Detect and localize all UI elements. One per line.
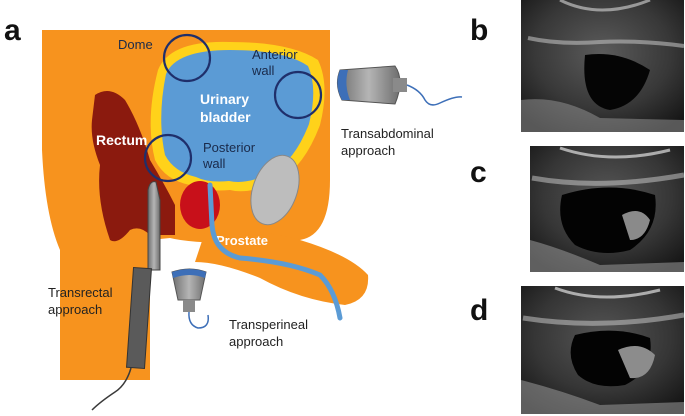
panel-label-b: b (470, 14, 488, 47)
anterior-wall-label-1: Anterior (252, 47, 298, 62)
rectum-label: Rectum (96, 132, 147, 148)
perineum-shape (195, 231, 369, 305)
schematic-panel: a Rectum Urinary bladder Prostate Dome A… (4, 14, 463, 411)
panel-label-c: c (470, 156, 487, 189)
ultrasound-image-b (521, 0, 685, 132)
dome-circle (162, 33, 212, 83)
transrectal-probe-icon (91, 181, 161, 411)
prostate-label: Prostate (216, 233, 268, 248)
ultrasound-image-d (521, 286, 685, 414)
transrectal-label-1: Transrectal (48, 285, 113, 300)
transabdominal-label-1: Transabdominal (341, 126, 434, 141)
urinary-bladder-shape (161, 50, 314, 182)
anterior-wall-label-2: wall (251, 63, 275, 78)
transperineal-label-2: approach (229, 334, 283, 349)
posterior-wall-circle (143, 133, 193, 183)
bladder-label: bladder (200, 109, 251, 125)
ultrasound-panels: b c d (470, 0, 685, 414)
posterior-wall-label-1: Posterior (203, 140, 256, 155)
transperineal-probe-icon (171, 268, 210, 329)
transabdominal-label-2: approach (341, 143, 395, 158)
transrectal-label-2: approach (48, 302, 102, 317)
anterior-wall-circle (273, 70, 323, 120)
dome-label: Dome (118, 37, 153, 52)
pubic-bone-shape (250, 154, 300, 226)
posterior-wall-label-2: wall (202, 156, 226, 171)
panel-label-d: d (470, 294, 488, 327)
urethra-shape (207, 182, 343, 321)
urinary-label: Urinary (200, 91, 249, 107)
ultrasound-image-c (530, 146, 685, 272)
transperineal-label-1: Transperineal (229, 317, 308, 332)
transabdominal-probe-icon (336, 65, 463, 106)
panel-label-a: a (4, 14, 21, 47)
